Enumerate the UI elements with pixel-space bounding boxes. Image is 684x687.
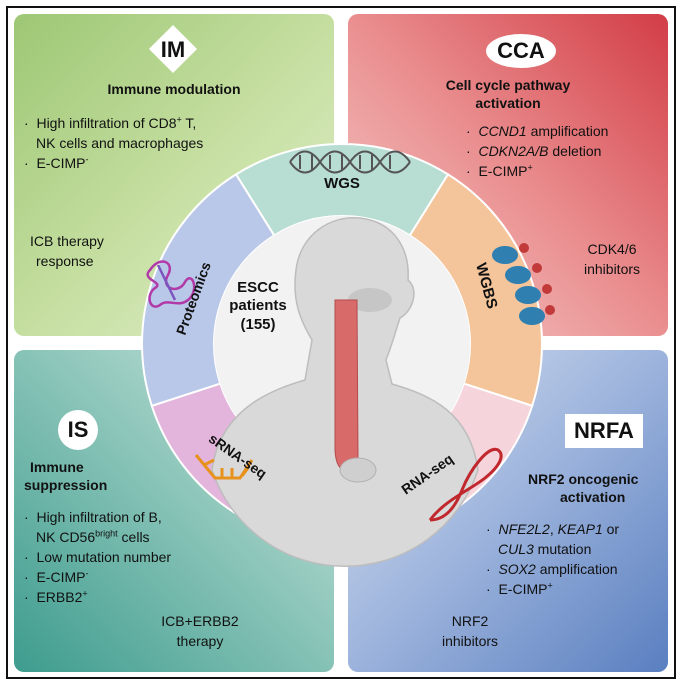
nrfa-title-line2: activation (560, 489, 626, 505)
nrfa-bullet-2: · SOX2 amplification (486, 561, 618, 577)
is-title-line2: suppression (24, 477, 108, 493)
is-therapy-line1: ICB+ERBB2 (161, 613, 239, 629)
is-bullet-4: · ERBB2+ (24, 588, 88, 605)
wgs-label: WGS (324, 175, 360, 192)
cca-bullet-2: · CDKN2A/B deletion (466, 143, 602, 159)
im-bullet-1b: NK cells and macrophages (36, 135, 204, 151)
im-title: Immune modulation (107, 81, 241, 97)
is-therapy-line2: therapy (176, 633, 224, 649)
cca-therapy-line1: CDK4/6 (587, 241, 637, 257)
im-badge: IM (146, 22, 200, 76)
cca-bullet-3: · E-CIMP+ (466, 162, 533, 179)
im-badge-label: IM (160, 37, 186, 62)
nrfa-therapy-line2: inhibitors (441, 633, 499, 649)
cca-badge: CCA (486, 34, 556, 68)
stomach-shape (339, 457, 377, 483)
esophagus-tube (334, 299, 359, 471)
nrfa-badge: NRFA (565, 414, 643, 448)
nrfa-bullet-1: · NFE2L2, KEAP1 or (486, 521, 620, 537)
cca-therapy-line2: inhibitors (583, 261, 641, 277)
is-bullet-2: · Low mutation number (24, 549, 172, 565)
im-therapy-line1: ICB therapy (30, 233, 104, 249)
dna-helix-icon (289, 150, 411, 174)
center-line1: ESCC (237, 279, 279, 296)
im-therapy-line2: response (36, 253, 94, 269)
is-bullet-1: · High infiltration of B, (24, 509, 162, 525)
rna-strand-icon (428, 447, 503, 522)
center-line2: patients (229, 297, 287, 314)
center-line3: (155) (240, 316, 275, 333)
srna-icon (194, 454, 254, 480)
nucleosome-icon (492, 243, 555, 325)
nrfa-title-line1: NRF2 oncogenic (528, 471, 639, 487)
is-bullet-3: · E-CIMP- (24, 568, 89, 585)
is-title-line1: Immune (30, 459, 84, 475)
cca-title-line1: Cell cycle pathway (445, 77, 571, 93)
im-bullet-2: · E-CIMP- (24, 154, 89, 171)
cca-bullet-1: · CCND1 amplification (466, 123, 609, 139)
is-badge: IS (58, 410, 98, 450)
nrfa-therapy-line1: NRF2 (451, 613, 489, 629)
protein-icon (146, 260, 196, 308)
is-bullet-1b: NK CD56bright cells (36, 528, 150, 545)
nrfa-bullet-1b: CUL3 mutation (498, 541, 592, 557)
im-bullet-1: · High infiltration of CD8+ T, (24, 114, 197, 131)
cca-title-line2: activation (475, 95, 541, 111)
nrfa-bullet-3: · E-CIMP+ (486, 580, 553, 597)
